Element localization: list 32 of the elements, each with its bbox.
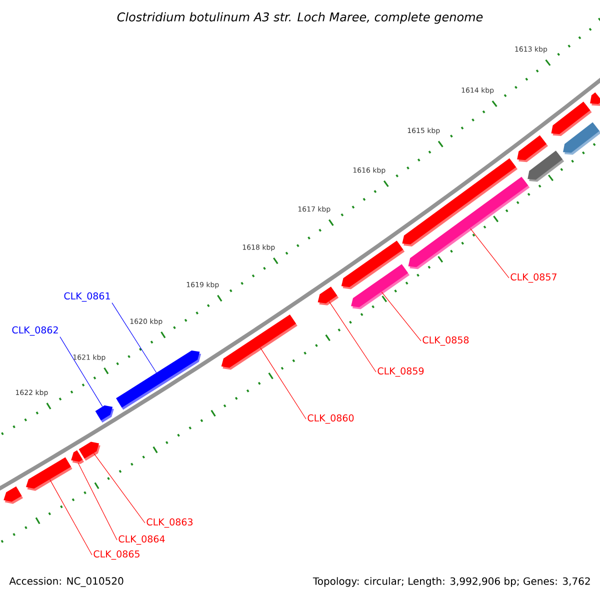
leader-line (260, 347, 306, 420)
leader-line (93, 452, 146, 524)
gene-feature (351, 264, 410, 310)
gene-feature (590, 92, 600, 106)
title: Clostridium botulinum A3 str. Loch Maree, complete genome (117, 12, 483, 24)
gene-label: CLK_0864 (118, 535, 165, 545)
gene-feature (26, 457, 72, 491)
gene-label: CLK_0861 (64, 292, 110, 302)
gene-label: CLK_0857 (510, 273, 556, 283)
gene-feature (528, 150, 564, 182)
gene-label: CLK_0858 (422, 336, 469, 346)
gene-feature (408, 176, 530, 270)
gene-feature (517, 135, 548, 162)
gene-label: CLK_0865 (94, 550, 140, 560)
gene-label: CLK_0863 (146, 518, 193, 528)
gene-feature (318, 286, 339, 306)
gene-feature (116, 350, 202, 410)
footer-text: Topology: circular; Length: 3,992,906 bp; Genes: 3,762 (312, 577, 590, 587)
footer-text: Accession: NC_010520 (9, 577, 124, 587)
gene-feature (4, 486, 23, 504)
gene-feature (563, 122, 600, 155)
leader-line (328, 301, 376, 372)
gene-label: CLK_0860 (308, 414, 354, 424)
leader-line (112, 302, 157, 374)
leader-line (78, 462, 118, 540)
leader-line (381, 292, 422, 342)
gene-label: CLK_0862 (12, 326, 58, 336)
gene-feature (95, 405, 114, 423)
leader-line (50, 479, 92, 556)
gene-feature (221, 314, 298, 370)
leader-line (60, 336, 103, 407)
gene-label: CLK_0859 (378, 367, 424, 377)
